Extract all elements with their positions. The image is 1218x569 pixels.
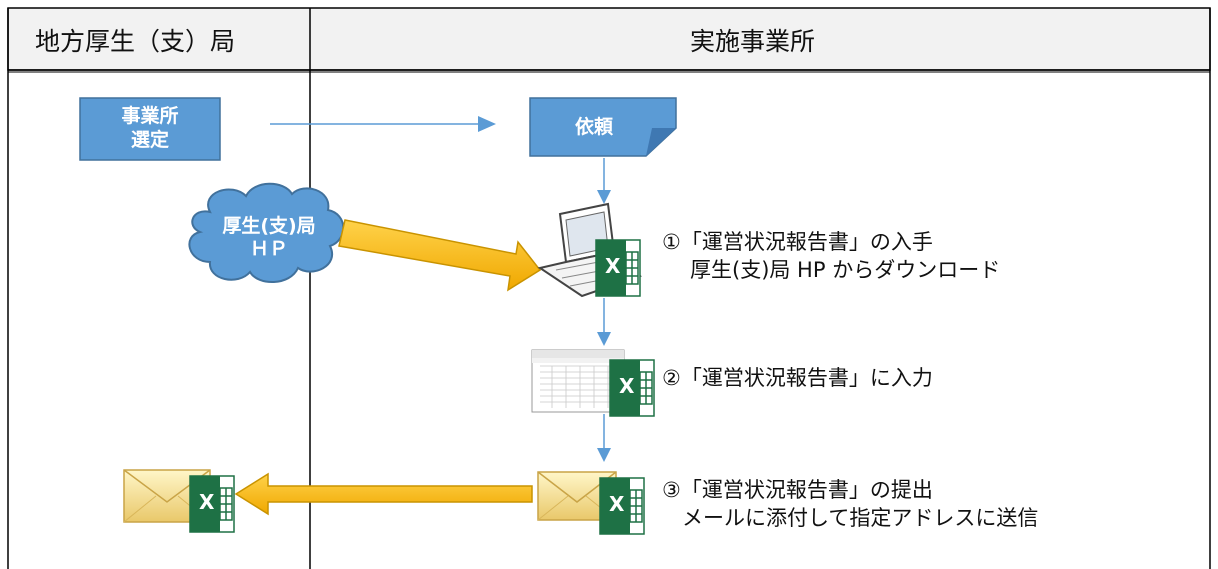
left-column-header: 地方厚生（支）局: [35, 27, 236, 56]
select-office-line2: 選定: [130, 129, 169, 151]
flow-arrow-2-head: [597, 332, 611, 346]
cloud-icon: [188, 182, 345, 284]
excel-glyph: X: [605, 254, 621, 278]
select-office-label: 事業所 選定: [80, 104, 220, 152]
step-3-text: ③「運営状況報告書」の提出 メールに添付して指定アドレスに送信: [662, 476, 1038, 532]
spreadsheet-icon: [531, 349, 625, 413]
flow-arrow-3-head: [597, 448, 611, 462]
cloud-label: 厚生(支)局 ＨＰ: [196, 215, 342, 261]
request-label: 依頼: [574, 116, 613, 138]
step-1-line1: ①「運営状況報告書」の入手: [662, 230, 933, 254]
right-column-header: 実施事業所: [690, 27, 816, 56]
step-3-line2: メールに添付して指定アドレスに送信: [682, 506, 1039, 530]
excel-glyph: X: [199, 490, 215, 514]
excel-glyph: X: [619, 374, 635, 398]
flow-arrow-1-head: [597, 190, 611, 204]
request-document-fold: [646, 128, 676, 156]
step-2-line1: ②「運営状況報告書」に入力: [662, 366, 933, 390]
step-3-line1: ③「運営状況報告書」の提出: [662, 478, 933, 502]
select-office-line1: 事業所: [121, 105, 179, 127]
select-office-box: [79, 97, 221, 161]
step-2-text: ②「運営状況報告書」に入力: [662, 364, 933, 392]
excel-glyph: X: [609, 492, 625, 516]
request-arrow-head: [478, 116, 496, 132]
step-1-line2: 厚生(支)局 HP からダウンロード: [690, 258, 1001, 282]
download-arrow: [338, 219, 542, 292]
submit-arrow: [234, 472, 533, 516]
cloud-line2: ＨＰ: [249, 238, 288, 260]
step-1-text: ①「運営状況報告書」の入手 厚生(支)局 HP からダウンロード: [662, 228, 1000, 284]
cloud-line1: 厚生(支)局: [222, 215, 316, 237]
header-row: [7, 7, 1211, 71]
